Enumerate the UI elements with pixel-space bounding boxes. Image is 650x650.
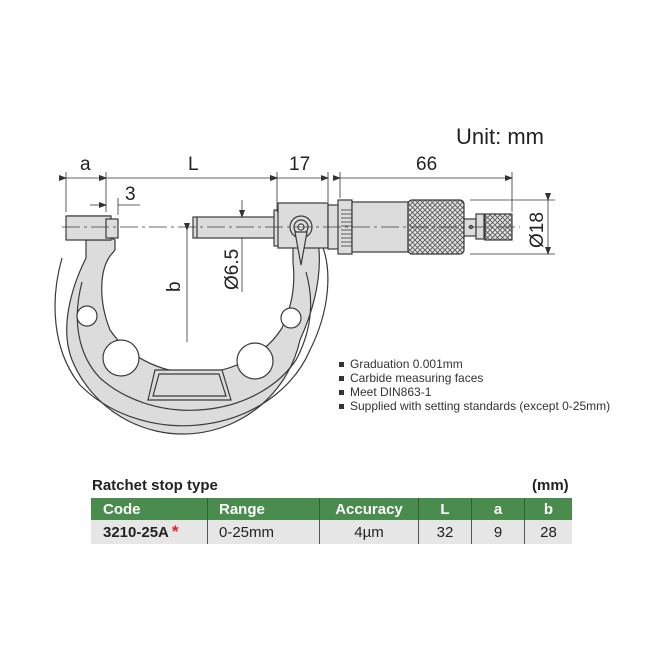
dimension-lines <box>59 172 555 342</box>
col-b: b <box>524 498 572 520</box>
table-row: 3210-25A* 0-25mm 4µm 32 9 28 <box>91 520 572 544</box>
dimension-labels: a L 17 66 3 b Ø6.5 Ø18 <box>80 154 548 292</box>
cell-range: 0-25mm <box>207 520 320 544</box>
table-unit: (mm) <box>532 477 569 494</box>
col-accuracy: Accuracy <box>319 498 419 520</box>
cell-a: 9 <box>471 520 525 544</box>
dim-3: 3 <box>125 184 136 205</box>
feature-item: Supplied with setting standards (except … <box>338 399 610 413</box>
cell-b: 28 <box>524 520 572 544</box>
col-a: a <box>471 498 525 520</box>
spindle <box>192 216 276 239</box>
bullet-icon <box>339 376 344 381</box>
cell-accuracy: 4µm <box>319 520 419 544</box>
cell-code: 3210-25A* <box>91 520 208 544</box>
bullet-icon <box>339 362 344 367</box>
bullet-icon <box>339 404 344 409</box>
cell-L: 32 <box>418 520 472 544</box>
feature-item: Graduation 0.001mm <box>338 357 610 371</box>
dim-spindle-dia: Ø6.5 <box>222 249 243 290</box>
table-header-row: Code Range Accuracy L a b <box>91 498 572 520</box>
feature-item: Carbide measuring faces <box>338 371 610 385</box>
bullet-icon <box>339 390 344 395</box>
micrometer-drawing: a L 17 66 3 b Ø6.5 Ø18 <box>54 154 555 435</box>
thimble <box>327 199 513 255</box>
spec-table: Code Range Accuracy L a b 3210-25A* 0-25… <box>91 498 572 544</box>
dim-17: 17 <box>289 154 310 175</box>
frame <box>54 215 329 435</box>
dim-b: b <box>164 281 185 292</box>
col-L: L <box>418 498 472 520</box>
dim-a: a <box>80 154 91 175</box>
col-code: Code <box>91 498 208 520</box>
dim-thimble-dia: Ø18 <box>527 212 548 248</box>
dim-L: L <box>188 154 199 175</box>
feature-item: Meet DIN863-1 <box>338 385 610 399</box>
anvil <box>65 215 119 241</box>
table-title: Ratchet stop type <box>92 477 218 494</box>
dim-66: 66 <box>416 154 437 175</box>
col-range: Range <box>207 498 320 520</box>
feature-list: Graduation 0.001mm Carbide measuring fac… <box>338 357 610 413</box>
asterisk-icon: * <box>171 522 179 541</box>
unit-label: Unit: mm <box>456 124 544 149</box>
